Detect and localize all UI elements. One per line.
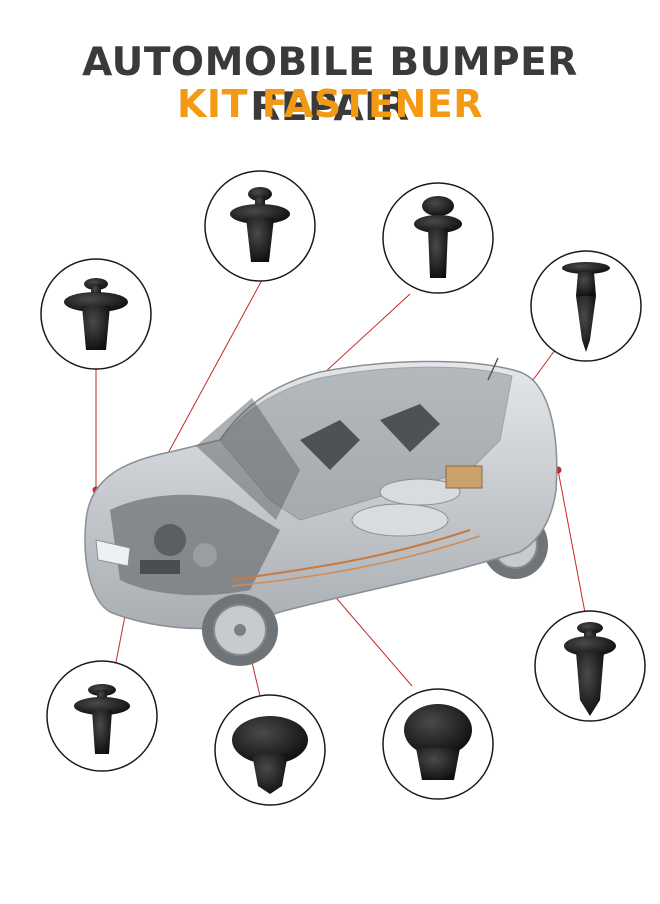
- car-illustration: [84, 357, 558, 666]
- product-subtitle: KIT FASTENER: [176, 82, 483, 126]
- leader-line: [159, 279, 263, 469]
- fastener-clip-5: [534, 610, 646, 722]
- fastener-clip-6: [46, 660, 158, 772]
- fastener-clip-3: [382, 182, 494, 294]
- leader-line: [557, 469, 587, 619]
- fastener-clip-1: [40, 258, 152, 370]
- fastener-clip-7: [214, 694, 326, 806]
- fastener-clip-8: [382, 688, 494, 800]
- product-title: AUTOMOBILE BUMPER REPAIR: [82, 40, 578, 130]
- fastener-clip-4: [530, 250, 642, 362]
- fastener-clip-2: [204, 170, 316, 282]
